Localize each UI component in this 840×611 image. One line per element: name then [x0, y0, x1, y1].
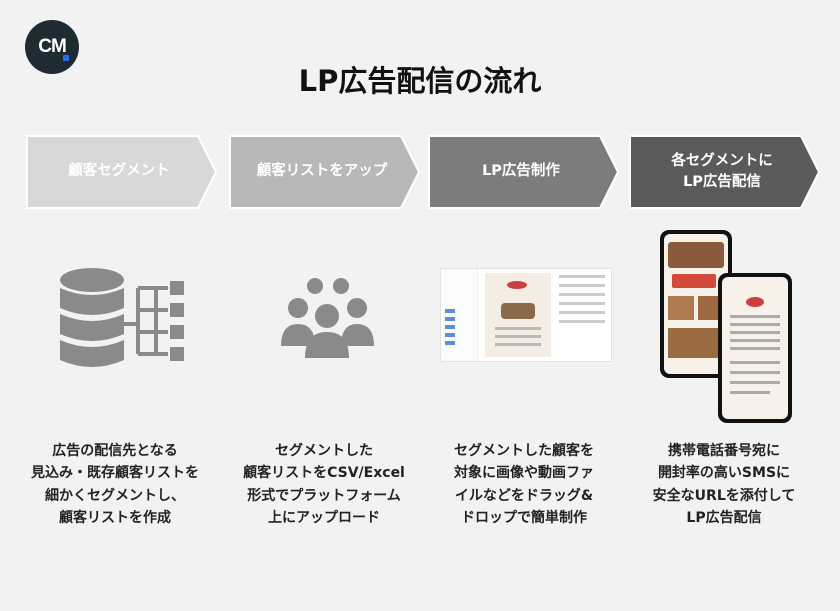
- logo-text: CM: [38, 36, 67, 57]
- step-4-label: 各セグメントに LP広告配信: [671, 152, 773, 190]
- editor-window: [440, 268, 612, 362]
- step-2-description: セグメントした 顧客リストをCSV/Excel 形式でプラットフォーム 上にアッ…: [243, 443, 405, 527]
- logo-accent-dot: [63, 55, 69, 61]
- step-2-arrow: 顧客リストをアップ: [229, 135, 421, 209]
- step-1-label: 顧客セグメント: [68, 163, 170, 180]
- step-4-description: 携帯電話番号宛に 開封率の高いSMSに 安全なURLを添付して LP広告配信: [652, 443, 796, 527]
- cm-logo: CM: [25, 20, 79, 74]
- step-3-arrow: LP広告制作: [428, 135, 620, 209]
- step-3-arrow-shape: [428, 135, 620, 209]
- step-1-description: 広告の配信先となる 見込み・既存顧客リストを 細かくセグメントし、 顧客リストを…: [31, 443, 199, 527]
- editor-canvas: [485, 273, 551, 357]
- step-2-label: 顧客リストをアップ: [256, 163, 388, 180]
- people-group-icon: [225, 228, 425, 418]
- step-1-arrow-shape: [26, 135, 218, 209]
- phone-front: [718, 273, 792, 423]
- page-title: LP広告配信の流れ: [298, 64, 542, 98]
- editor-properties: [559, 275, 605, 355]
- database-segment-icon: [40, 228, 240, 418]
- step-3-label: LP広告制作: [482, 163, 560, 180]
- step-4-arrow-shape: [629, 135, 821, 209]
- step-1-arrow: 顧客セグメント: [26, 135, 218, 209]
- step-3-description: セグメントした顧客を 対象に画像や動画ファ イルなどをドラッグ& ドロップで簡単…: [454, 443, 594, 527]
- step-2-arrow-shape: [229, 135, 421, 209]
- process-steps: 顧客セグメント 顧客リストをアップ LP広告制作 各セグメントに LP広告配信: [0, 135, 840, 209]
- step-4-arrow: 各セグメントに LP広告配信: [629, 135, 821, 209]
- editor-sidebar: [441, 269, 478, 361]
